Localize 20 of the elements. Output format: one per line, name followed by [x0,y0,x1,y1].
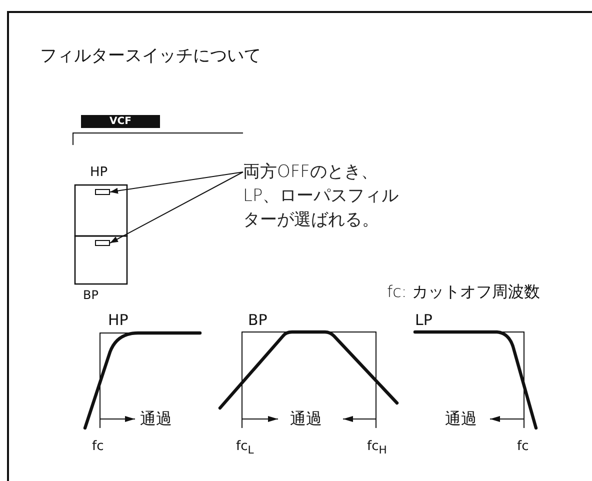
cutoff-label: fc [517,440,529,454]
title: フィルタースイッチについて [40,47,261,66]
graph-title: LP [415,312,432,328]
switch-label: HP [90,166,108,180]
cutoff-label: fc [92,440,104,454]
switch-label: BP [83,289,98,302]
cutoff-label: fc$_{H}$ [367,440,387,456]
callout-text: 両方OFFのとき、LP、ローパスフィルターが選ばれる。 [243,160,413,232]
switch-button [95,189,110,195]
passband-label: 通過 [290,410,322,428]
passband-label: 通過 [140,410,172,428]
leader-line [110,172,244,194]
legend-note: fc: カットオフ周波数 [387,283,540,301]
switch-button [95,240,110,246]
graph-title: HP [108,312,128,328]
panel-label: VCF [81,115,160,128]
graph-title: BP [248,312,268,328]
leader-line [110,172,244,244]
passband-label: 通過 [445,410,477,428]
cutoff-label: fc$_{L}$ [236,440,254,456]
